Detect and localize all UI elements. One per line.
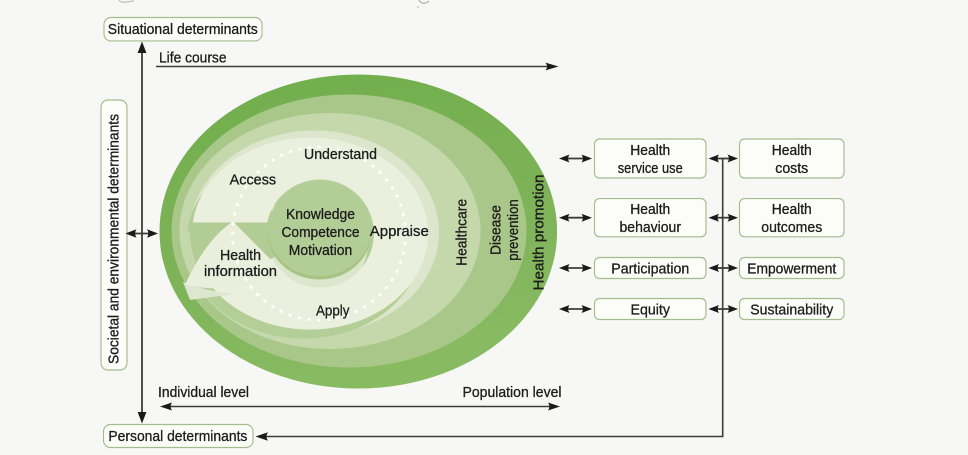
svg-text:Sustainability: Sustainability <box>750 301 833 318</box>
svg-text:Empowerment: Empowerment <box>747 260 837 277</box>
svg-text:behaviour: behaviour <box>620 219 682 236</box>
svg-text:costs: costs <box>775 160 808 177</box>
svg-text:Health: Health <box>772 142 812 159</box>
svg-text:Apply: Apply <box>316 303 350 320</box>
svg-text:prevention: prevention <box>505 199 522 261</box>
svg-text:Healthcare: Healthcare <box>454 199 471 266</box>
svg-text:Participation: Participation <box>611 260 689 277</box>
svg-text:Health: Health <box>772 201 812 218</box>
svg-text:Health: Health <box>630 142 670 159</box>
svg-text:Motivation: Motivation <box>289 242 353 259</box>
svg-text:outcomes: outcomes <box>761 219 822 236</box>
svg-text:Appraise: Appraise <box>370 223 429 240</box>
svg-text:Individual level: Individual level <box>158 384 249 401</box>
svg-text:Population level: Population level <box>463 384 562 401</box>
svg-text:Understand: Understand <box>304 146 377 163</box>
svg-text:Competence: Competence <box>282 224 360 241</box>
svg-text:Life course: Life course <box>159 49 227 66</box>
svg-text:Equity: Equity <box>631 301 671 318</box>
svg-text:Personal determinants: Personal determinants <box>108 428 247 445</box>
svg-text:Health: Health <box>630 201 670 218</box>
svg-text:information: information <box>204 263 277 280</box>
svg-text:Health promotion: Health promotion <box>531 175 548 291</box>
svg-text:Disease: Disease <box>488 205 505 255</box>
svg-text:Knowledge: Knowledge <box>286 206 355 223</box>
svg-text:service use: service use <box>618 160 683 177</box>
svg-text:Access: Access <box>230 172 277 189</box>
svg-text:Situational determinants: Situational determinants <box>108 21 258 38</box>
svg-text:Societal and environmental det: Societal and environmental determinants <box>107 114 123 364</box>
svg-text:Health: Health <box>220 247 261 264</box>
